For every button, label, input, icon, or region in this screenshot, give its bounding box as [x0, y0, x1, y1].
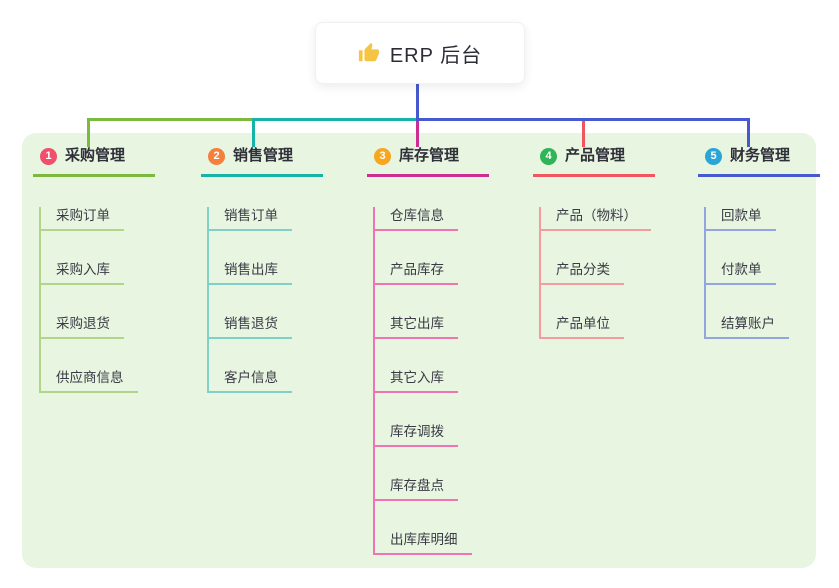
child-node[interactable]: 采购退货 [41, 315, 124, 339]
branch-node: 2 销售管理 销售订单销售出库销售退货客户信息 [201, 145, 361, 393]
child-node[interactable]: 结算账户 [706, 315, 789, 339]
branch-label: 产品管理 [565, 147, 626, 164]
child-node[interactable]: 产品单位 [541, 315, 624, 339]
child-node[interactable]: 仓库信息 [375, 207, 458, 231]
branch-label: 采购管理 [65, 147, 126, 164]
child-node[interactable]: 客户信息 [209, 369, 292, 393]
branch-index-badge: 3 [374, 147, 391, 165]
child-node[interactable]: 产品（物料） [541, 207, 651, 231]
branch-label: 财务管理 [730, 147, 791, 164]
child-node[interactable]: 回款单 [706, 207, 776, 231]
child-node[interactable]: 销售退货 [209, 315, 292, 339]
child-node[interactable]: 付款单 [706, 261, 776, 285]
root-node-label: ERP 后台 [389, 44, 483, 67]
branch-node: 4 产品管理 产品（物料） 产品分类产品单位 [533, 145, 693, 339]
branch-node: 1 采购管理 采购订单采购入库采购退货供应商信息 [33, 145, 193, 393]
branch-children: 销售订单销售出库销售退货客户信息 [207, 207, 292, 393]
branch-node: 5 财务管理 回款单付款单结算账户 [698, 145, 839, 339]
branch-children: 仓库信息产品库存其它出库其它入库库存调拨库存盘点出库库明细 [373, 207, 472, 555]
branch-children: 产品（物料） 产品分类产品单位 [539, 207, 651, 339]
connector-horizontal-branch1 [87, 118, 254, 121]
child-node[interactable]: 采购订单 [41, 207, 124, 231]
branch-header[interactable]: 3 库存管理 [367, 145, 489, 177]
child-node[interactable]: 库存调拨 [375, 423, 458, 447]
connector-drop-branch1 [87, 120, 90, 147]
connector-horizontal-branch5 [416, 118, 750, 121]
child-node[interactable]: 其它入库 [375, 369, 458, 393]
branch-index-badge: 4 [540, 147, 557, 165]
branch-index-badge: 1 [40, 147, 57, 165]
branch-header[interactable]: 4 产品管理 [533, 145, 655, 177]
child-node[interactable]: 其它出库 [375, 315, 458, 339]
child-node[interactable]: 库存盘点 [375, 477, 458, 501]
branch-children: 采购订单采购入库采购退货供应商信息 [39, 207, 138, 393]
branch-label: 库存管理 [399, 147, 460, 164]
branch-index-badge: 5 [705, 147, 722, 165]
branch-header[interactable]: 2 销售管理 [201, 145, 323, 177]
connector-drop-branch5 [747, 121, 750, 147]
child-node[interactable]: 采购入库 [41, 261, 124, 285]
child-node[interactable]: 销售订单 [209, 207, 292, 231]
branch-node: 3 库存管理 仓库信息产品库存其它出库其它入库库存调拨库存盘点出库库明细 [367, 145, 527, 555]
mindmap-background-panel [22, 133, 816, 568]
thumbs-up-icon [358, 42, 380, 64]
root-node[interactable]: ERP 后台 [315, 22, 525, 84]
branch-label: 销售管理 [233, 147, 294, 164]
child-node[interactable]: 产品分类 [541, 261, 624, 285]
child-node[interactable]: 出库库明细 [375, 531, 472, 555]
branch-header[interactable]: 1 采购管理 [33, 145, 155, 177]
connector-root-vertical [416, 82, 419, 121]
child-node[interactable]: 供应商信息 [41, 369, 138, 393]
branch-header[interactable]: 5 财务管理 [698, 145, 820, 177]
branch-index-badge: 2 [208, 147, 225, 165]
connector-drop-branch2 [252, 120, 255, 147]
child-node[interactable]: 销售出库 [209, 261, 292, 285]
connector-drop-branch4 [582, 121, 585, 147]
child-node[interactable]: 产品库存 [375, 261, 458, 285]
connector-horizontal-branch2 [252, 118, 418, 121]
connector-drop-branch3 [416, 121, 419, 147]
branch-children: 回款单付款单结算账户 [704, 207, 789, 339]
